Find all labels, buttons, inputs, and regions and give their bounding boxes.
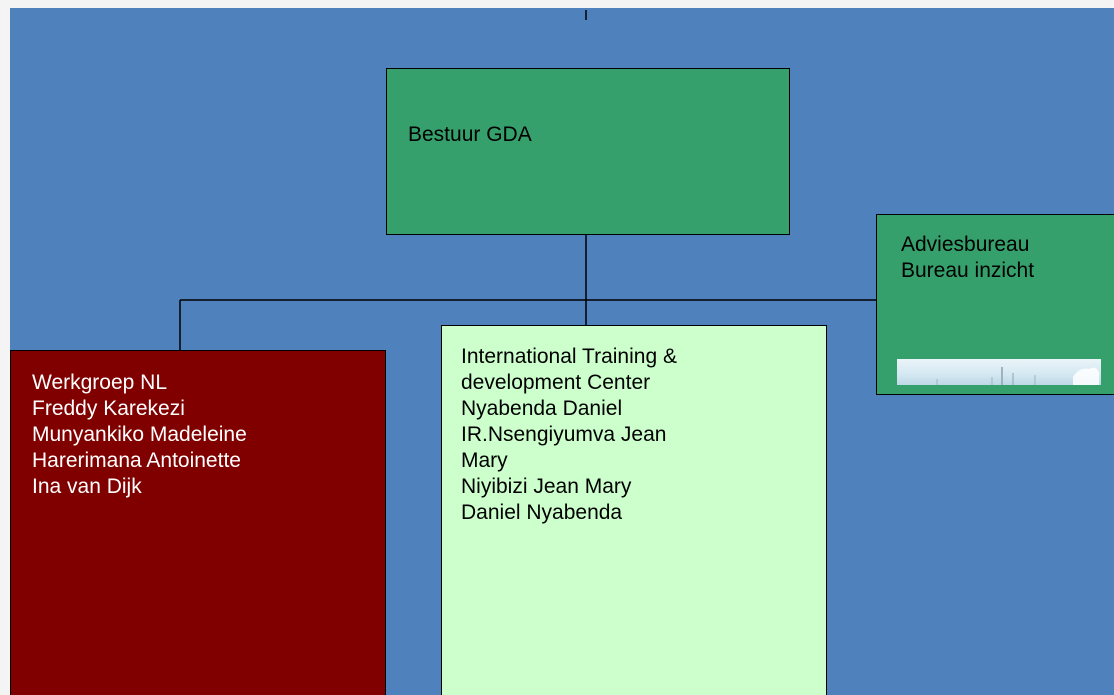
advice-bureau-image-detail [936, 367, 1099, 385]
board-label: Bestuur GDA [408, 123, 532, 146]
board-box: Bestuur GDA [386, 68, 790, 235]
training-center-box: International Training & development Cen… [441, 325, 827, 695]
advice-bureau-box: Adviesbureau Bureau inzicht [876, 214, 1114, 395]
workgroup-nl-label: Werkgroep NL Freddy Karekezi Munyankiko … [32, 371, 247, 498]
advice-bureau-logo-image [897, 359, 1101, 385]
workgroup-nl-box: Werkgroep NL Freddy Karekezi Munyankiko … [10, 350, 386, 695]
training-center-label: International Training & development Cen… [461, 345, 677, 524]
advice-bureau-label: Adviesbureau Bureau inzicht [901, 233, 1035, 282]
